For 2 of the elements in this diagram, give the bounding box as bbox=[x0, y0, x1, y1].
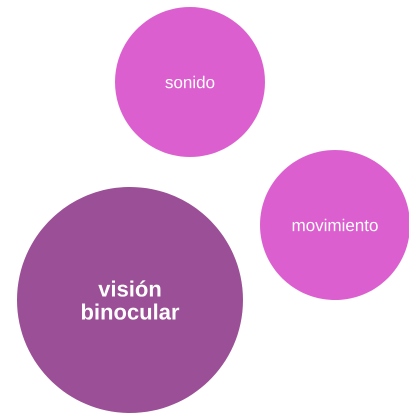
circle-node: sonido bbox=[115, 7, 265, 157]
circle-node: visión binocular bbox=[17, 187, 243, 413]
